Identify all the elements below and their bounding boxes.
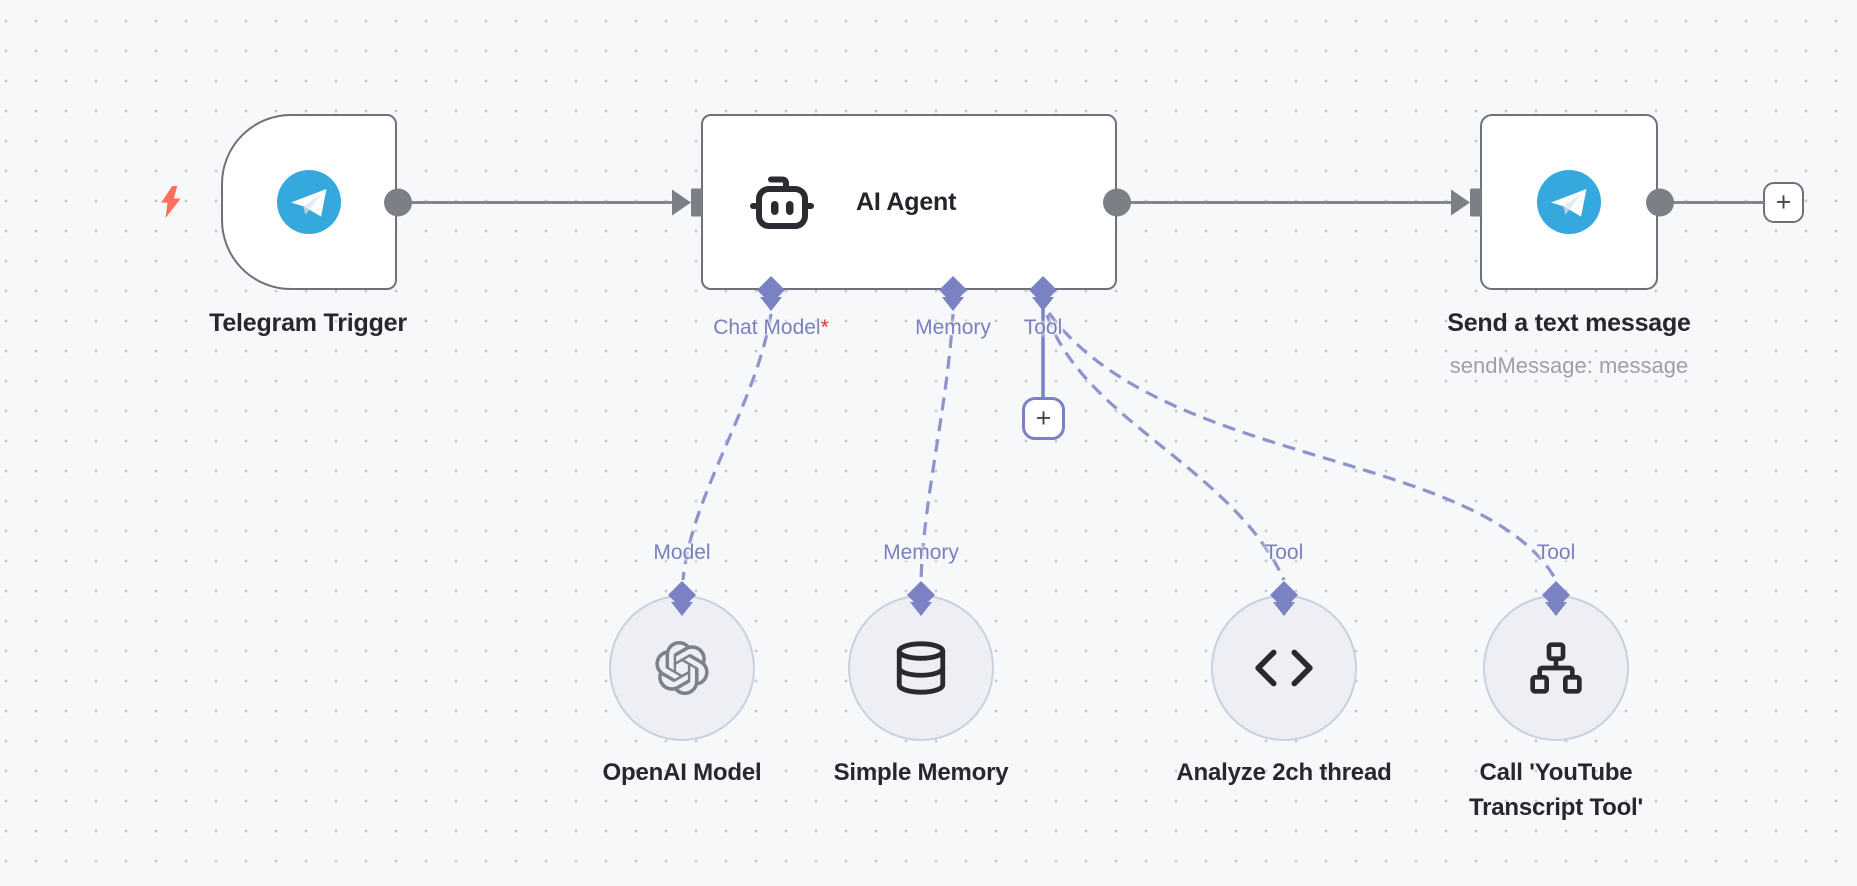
agent-port-memory[interactable] — [939, 276, 967, 311]
openai-logo-icon — [655, 641, 709, 695]
node-label-openai-model: OpenAI Model — [602, 759, 762, 786]
output-port-ai-agent[interactable] — [1103, 188, 1131, 217]
sitemap-icon — [1530, 642, 1582, 694]
node-label-telegram-trigger: Telegram Trigger — [209, 309, 407, 337]
node-simple-memory[interactable] — [848, 595, 994, 741]
database-icon — [896, 641, 946, 695]
agent-port-label-tool: Tool — [1023, 316, 1063, 339]
plus-icon: + — [1775, 187, 1792, 217]
node-sublabel-send-operation: sendMessage: message — [1449, 353, 1689, 378]
connection-memory-to-simple-memory[interactable] — [919, 313, 955, 581]
node-title-ai-agent: AI Agent — [856, 187, 957, 216]
node-analyze-2ch-thread[interactable] — [1211, 595, 1357, 741]
add-tool-button[interactable]: + — [1022, 397, 1065, 440]
node-label-simple-memory: Simple Memory — [833, 759, 1009, 786]
agent-port-label-chat-model: Chat Model* — [713, 316, 829, 339]
input-port-youtube-tool[interactable] — [1542, 581, 1570, 616]
trigger-lightning-icon — [161, 186, 181, 218]
node-openai-model[interactable] — [609, 595, 755, 741]
connection-tool-to-analyze[interactable] — [1045, 314, 1286, 581]
input-port-send-message[interactable] — [1451, 188, 1481, 217]
code-icon — [1255, 649, 1313, 687]
robot-icon — [750, 176, 814, 229]
subnode-port-label-model: Model — [653, 541, 711, 564]
node-telegram-trigger[interactable] — [221, 114, 397, 290]
node-label-youtube-tool: Call 'YouTube Transcript Tool' — [1468, 759, 1644, 821]
telegram-icon — [1537, 170, 1601, 234]
output-port-telegram-trigger[interactable] — [384, 188, 412, 217]
input-port-ai-agent[interactable] — [672, 188, 702, 217]
agent-port-label-memory: Memory — [915, 316, 991, 339]
agent-port-tool[interactable] — [1029, 276, 1057, 311]
required-asterisk: * — [820, 316, 829, 339]
node-label-analyze-thread: Analyze 2ch thread — [1176, 759, 1392, 786]
subnode-port-label-memory: Memory — [883, 541, 959, 564]
input-port-analyze-thread[interactable] — [1270, 581, 1298, 616]
telegram-icon — [277, 170, 341, 234]
agent-port-chat-model[interactable] — [757, 276, 785, 311]
add-node-button[interactable]: + — [1763, 182, 1804, 223]
node-youtube-transcript-tool[interactable] — [1483, 595, 1629, 741]
node-send-text-message[interactable] — [1480, 114, 1658, 290]
input-port-openai-model[interactable] — [668, 581, 696, 616]
input-port-simple-memory[interactable] — [907, 581, 935, 616]
output-port-send-message[interactable] — [1646, 188, 1674, 217]
plus-icon: + — [1035, 403, 1052, 433]
subnode-port-label-tool-1: Tool — [1264, 541, 1304, 564]
node-label-send-text-message: Send a text message — [1447, 309, 1691, 337]
subnode-port-label-tool-2: Tool — [1536, 541, 1576, 564]
